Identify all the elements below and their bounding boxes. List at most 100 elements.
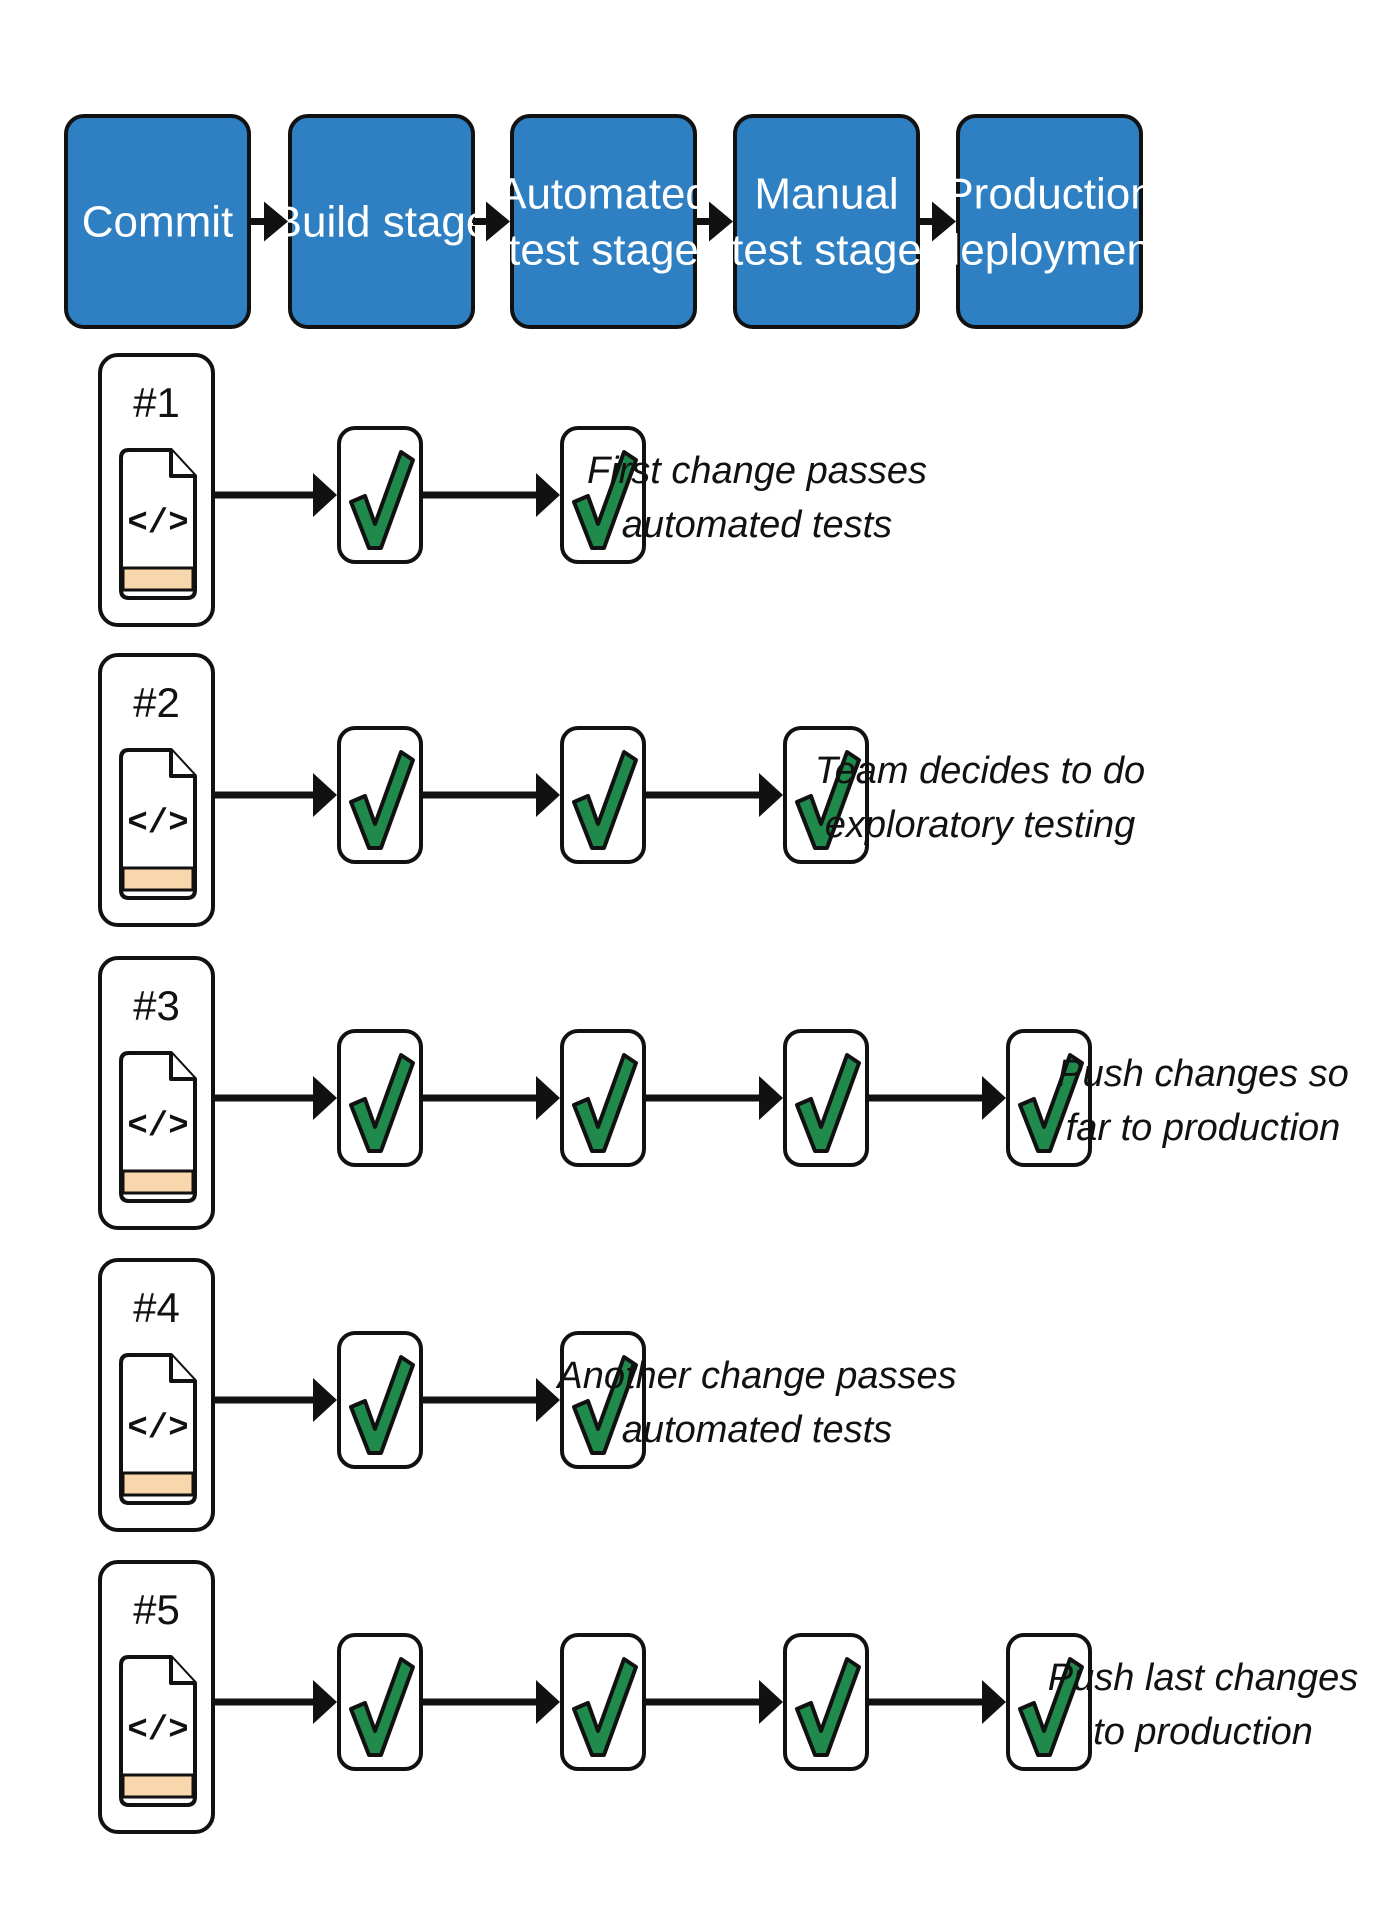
arrow-head [982,1680,1006,1724]
stage-arrows [249,201,956,242]
commit-card: #4 </> [98,1258,215,1532]
stage-label: Build stage [273,198,491,247]
flow-arrow [213,773,337,817]
flow-arrow [213,473,337,517]
commit-number: #3 [133,982,180,1029]
stage-box-background [510,114,697,329]
code-file-icon: </> [119,1353,197,1505]
stage-check [337,1331,423,1469]
stage-check [560,426,646,564]
flow-arrow [213,1378,337,1422]
file-band [121,1471,195,1497]
note-line: automated tests [622,1409,892,1451]
checkmark-icon [1018,1657,1084,1757]
stage-check [783,1633,869,1771]
flow-arrow [644,1076,783,1120]
arrow-head [313,473,337,517]
commit-row: #5 </> Push last changes to production [98,1560,1359,1834]
commit-number: #1 [133,379,180,426]
note-line: First change passes [587,450,927,492]
stage-arrow [249,201,288,242]
file-body [119,748,197,900]
commit-number: #5 [133,1586,180,1633]
stage-arrow [695,201,733,242]
stage-check [560,1029,646,1167]
flow-arrow [421,1680,560,1724]
stage-box: Build stage [273,114,491,329]
arrow-head [709,201,733,242]
code-glyph: </> [127,1712,188,1750]
checkmark-icon [349,450,415,550]
arrow-head [932,201,956,242]
stage-check [783,1029,869,1167]
file-fold [169,1355,195,1383]
flow-arrow [867,1076,1006,1120]
note-line: Team decides to do [815,750,1145,792]
commit-note: Another change passes automated tests [555,1355,956,1451]
arrow-head [536,473,560,517]
code-file-icon: </> [119,448,197,600]
stage-label: test stage [508,226,699,275]
stage-arrow [918,201,956,242]
arrow-head [982,1076,1006,1120]
file-fold [169,1657,195,1685]
stage-check [560,726,646,864]
file-fold [169,450,195,478]
stage-box-background [956,114,1143,329]
note-line: to production [1093,1711,1313,1753]
stage-check [337,726,423,864]
checkmark-icon [572,750,638,850]
note-line: exploratory testing [825,804,1136,846]
arrow-head [536,1076,560,1120]
note-line: Another change passes [555,1355,956,1397]
stage-label: Commit [82,198,234,247]
checkmark-icon [349,1053,415,1153]
flow-arrow [644,1680,783,1724]
note-line: Push last changes [1048,1657,1359,1699]
checkmark-icon [1018,1053,1084,1153]
commit-card: #2 </> [98,653,215,927]
arrow-head [313,1680,337,1724]
stage-box: Commit [64,114,251,329]
note-line: far to production [1066,1107,1341,1149]
file-body [119,1051,197,1203]
code-file-icon: </> [119,1051,197,1203]
checkmark-icon [349,750,415,850]
checkmark-icon [795,750,861,850]
arrow-head [486,201,510,242]
flow-arrow [213,1076,337,1120]
code-glyph: </> [127,505,188,543]
stage-box-background [733,114,920,329]
stage-check [560,1633,646,1771]
stage-check [1006,1029,1092,1167]
commit-row: #2 </> Team decides to do exploratory testi… [98,653,1145,927]
checkmark-icon [795,1053,861,1153]
file-body [119,1655,197,1807]
arrow-head [264,201,288,242]
commit-card: #1 </> [98,353,215,627]
arrow-head [759,773,783,817]
commit-number: #2 [133,679,180,726]
arrow-head [313,1076,337,1120]
file-body [119,448,197,600]
arrow-head [313,1378,337,1422]
commit-number: #4 [133,1284,180,1331]
code-glyph: </> [127,1410,188,1448]
stage-check [560,1331,646,1469]
checkmark-icon [795,1657,861,1757]
flow-arrow [213,1680,337,1724]
flow-arrow [421,1378,560,1422]
file-fold [169,1053,195,1081]
flow-arrow [421,473,560,517]
commit-card: #5 </> [98,1560,215,1834]
code-file-icon: </> [119,748,197,900]
code-file-icon: </> [119,1655,197,1807]
stage-label: test stage [731,226,922,275]
